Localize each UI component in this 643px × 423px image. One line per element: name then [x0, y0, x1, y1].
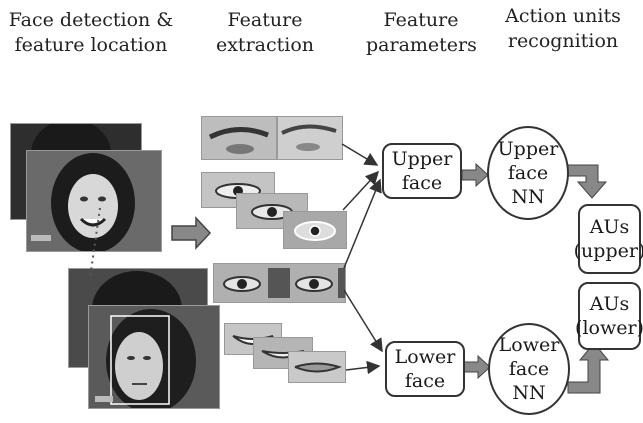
face-photo-neutral [88, 305, 220, 409]
eyebrow-patch-right [277, 116, 343, 160]
connector-line [343, 289, 383, 353]
aus-lower-label: (lower) [575, 317, 643, 339]
elbow-arrow-icon [566, 164, 608, 199]
eyebrow-patch-left [201, 116, 277, 160]
upper-face-label: face [401, 172, 443, 194]
header-action-units-recognition: Action units recognition [488, 4, 638, 54]
upper-nn-label: NN [511, 186, 545, 208]
aus-upper-label: AUs [589, 216, 630, 238]
lower-face-label: face [404, 370, 446, 392]
big-arrow-icon [171, 216, 212, 250]
aus-upper-box: AUs (upper) [574, 204, 643, 274]
dotted-link [89, 207, 101, 279]
eye-region-strip [213, 263, 346, 303]
aus-lower-box: AUs (lower) [575, 282, 643, 350]
eye-patch-3-traced [283, 211, 347, 249]
header-feature-parameters: Feature parameters [366, 8, 477, 58]
connector-line [343, 178, 382, 269]
upper-face-label: Upper [391, 148, 453, 170]
block-arrow-icon [463, 354, 491, 380]
upper-face-box: Upper face [382, 143, 462, 199]
aus-lower-label: AUs [589, 293, 630, 315]
header-line: recognition [507, 30, 619, 52]
upper-nn-label: face [507, 162, 549, 184]
lower-face-nn-ellipse: Lower face NN [488, 323, 570, 415]
header-line: Face detection & [8, 9, 174, 31]
header-line: Action units [505, 5, 621, 27]
feature-patch-graphic [289, 352, 345, 382]
header-face-detection: Face detection & feature location [2, 8, 180, 58]
upper-face-nn-ellipse: Upper face NN [487, 126, 569, 220]
lower-face-label: Lower [394, 346, 456, 368]
header-line: Feature [383, 9, 459, 31]
connector-line [342, 170, 380, 211]
face-photo-graphic [27, 151, 161, 251]
connector-line [345, 360, 381, 375]
block-arrow-icon [461, 162, 489, 188]
lower-nn-label: face [508, 358, 550, 380]
feature-patch-graphic [202, 117, 276, 159]
header-line: extraction [215, 34, 315, 56]
connector-line [341, 143, 379, 166]
header-line: feature location [14, 34, 168, 56]
face-photo-graphic [89, 306, 219, 408]
lower-nn-label: Lower [498, 334, 560, 356]
mouth-patch-3 [288, 351, 346, 383]
lower-face-box: Lower face [385, 341, 465, 397]
upper-nn-label: Upper [497, 138, 559, 160]
feature-patch-graphic [278, 117, 342, 159]
header-line: parameters [366, 34, 477, 56]
elbow-arrow-icon [567, 342, 610, 394]
header-feature-extraction: Feature extraction [210, 8, 320, 58]
aus-upper-label: (upper) [573, 240, 643, 262]
header-line: Feature [227, 9, 303, 31]
face-photo-smiling [26, 150, 162, 252]
feature-patch-graphic [214, 264, 345, 302]
lower-nn-label: NN [512, 382, 546, 404]
feature-patch-graphic [284, 212, 346, 248]
